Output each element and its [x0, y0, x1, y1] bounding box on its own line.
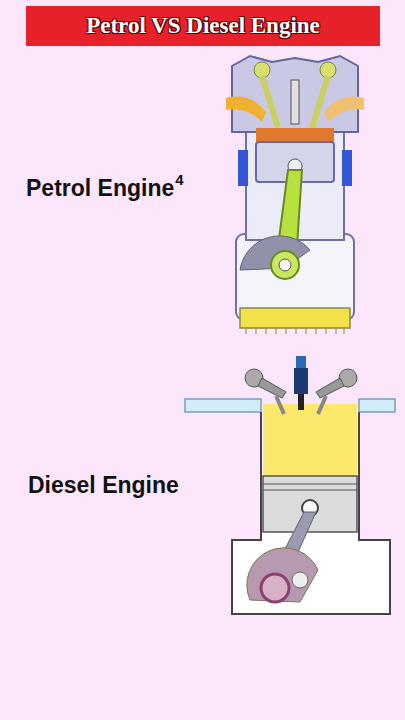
title-banner: Petrol VS Diesel Engine: [26, 6, 380, 46]
superscript-number: 4: [175, 171, 183, 188]
engine-label: Petrol Engine: [26, 175, 174, 202]
petrol-engine-illustration: [226, 56, 364, 334]
engine-label: Diesel Engine: [28, 472, 179, 499]
diesel-engine-illustration: [185, 356, 395, 614]
